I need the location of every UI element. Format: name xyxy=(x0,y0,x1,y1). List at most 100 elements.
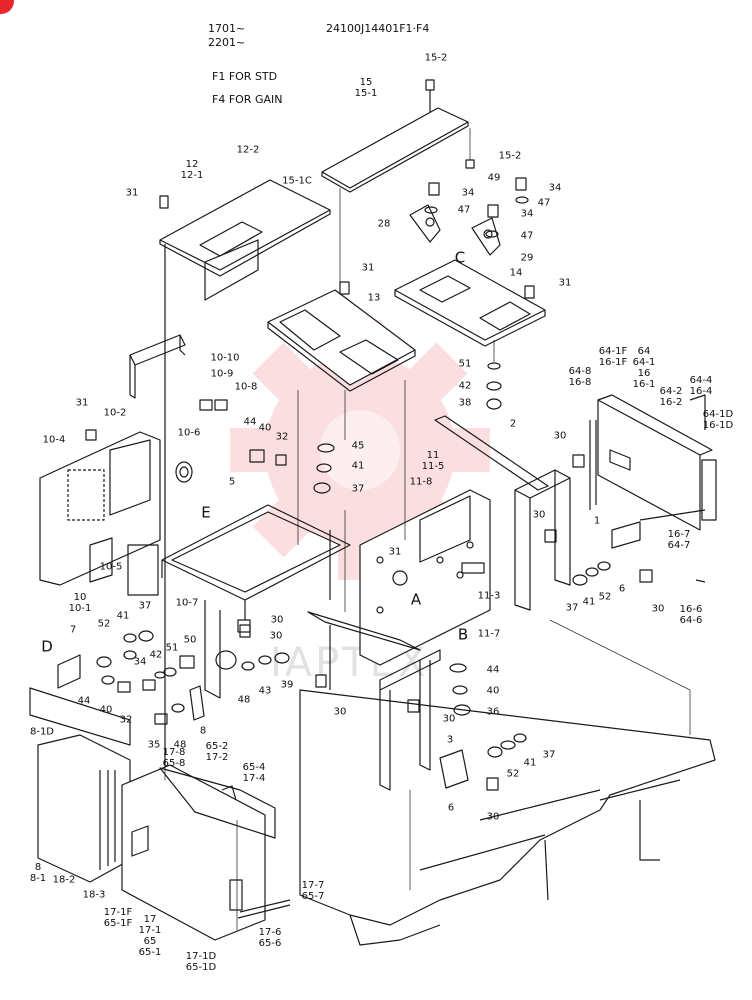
callout-49: 49 xyxy=(487,172,501,184)
callout-36: 36 xyxy=(486,706,500,718)
serial-range-2: 2201~ xyxy=(208,36,246,49)
callout-41-c: 41 xyxy=(116,610,130,622)
callout-17-8: 17-8 65-8 xyxy=(162,747,186,769)
callout-11: 11 11-5 xyxy=(421,450,445,472)
callout-30-d: 30 xyxy=(270,614,284,626)
callout-64-2: 64-2 16-2 xyxy=(659,386,683,408)
callout-30-e: 30 xyxy=(333,706,347,718)
callout-34-a: 34 xyxy=(548,182,562,194)
callout-44-c: 44 xyxy=(486,664,500,676)
callout-6-b: 6 xyxy=(447,802,455,814)
callout-38: 38 xyxy=(458,397,472,409)
callout-1: 1 xyxy=(593,515,601,527)
callout-47-c: 47 xyxy=(520,230,534,242)
callout-8-a: 8 xyxy=(199,725,207,737)
callout-37-c: 37 xyxy=(138,600,152,612)
serial-range-1: 1701~ xyxy=(208,22,246,35)
callout-64-4: 64-4 16-4 xyxy=(689,375,713,397)
callout-30-g: 30 xyxy=(269,630,283,642)
callout-34-c: 34 xyxy=(520,208,534,220)
callout-15-2-mid: 15-2 xyxy=(498,150,522,162)
callout-48-b: 48 xyxy=(173,739,187,751)
part-14-plate xyxy=(394,259,546,347)
part-11-plate xyxy=(359,489,491,666)
callout-64-1f: 64-1F 16-1F xyxy=(598,346,628,368)
callout-52-b: 52 xyxy=(97,618,111,630)
callout-41-a: 41 xyxy=(351,460,365,472)
callout-18-3: 18-3 xyxy=(82,889,106,901)
callout-65-2: 65-2 17-2 xyxy=(205,741,229,763)
part-13-plate xyxy=(267,289,416,392)
callout-44-a: 44 xyxy=(243,416,257,428)
part-16-rear-panel xyxy=(589,394,717,531)
callout-31-d: 31 xyxy=(75,397,89,409)
callout-10: 10 10-1 xyxy=(68,592,92,614)
callout-31-b: 31 xyxy=(361,262,375,274)
callout-34-b: 34 xyxy=(461,187,475,199)
callout-16-6: 16-6 64-6 xyxy=(679,604,703,626)
callout-15-2-top: 15-2 xyxy=(424,52,448,64)
callout-42-b: 42 xyxy=(149,649,163,661)
part-code: 24100J14401F1·F4 xyxy=(326,22,430,35)
part-1-column xyxy=(514,469,571,611)
callout-7: 7 xyxy=(69,624,77,636)
callout-15: 15 15-1 xyxy=(354,77,378,99)
callout-43: 43 xyxy=(258,685,272,697)
callout-12-2: 12-2 xyxy=(236,144,260,156)
callout-30-c: 30 xyxy=(651,603,665,615)
callout-37-a: 37 xyxy=(351,483,365,495)
callout-10-9: 10-9 xyxy=(210,368,234,380)
callout-E: E xyxy=(201,503,211,522)
part-17-cover xyxy=(121,764,291,941)
callout-44-b: 44 xyxy=(77,695,91,707)
part-2-bar xyxy=(434,415,549,491)
note-std: F1 FOR STD xyxy=(212,70,278,83)
callout-8-b: 8 8-1 xyxy=(29,862,47,884)
callout-37-b: 37 xyxy=(565,602,579,614)
callout-39: 39 xyxy=(280,679,294,691)
callout-5: 5 xyxy=(228,476,236,488)
part-7-bracket xyxy=(57,654,81,689)
callout-65-4: 65-4 17-4 xyxy=(242,762,266,784)
callout-28: 28 xyxy=(377,218,391,230)
callout-31-c: 31 xyxy=(558,277,572,289)
callout-6-a: 6 xyxy=(618,583,626,595)
part-3-frame xyxy=(307,611,441,791)
callout-12: 12 12-1 xyxy=(180,159,204,181)
callout-45: 45 xyxy=(351,440,365,452)
part-6-clamp xyxy=(439,749,469,789)
callout-32-b: 32 xyxy=(119,714,133,726)
callout-34-d: 34 xyxy=(133,656,147,668)
callout-11-3: 11-3 xyxy=(477,590,501,602)
callout-47-b: 47 xyxy=(457,204,471,216)
base-frame xyxy=(299,689,716,946)
callout-41-d: 41 xyxy=(523,757,537,769)
callout-40-a: 40 xyxy=(258,422,272,434)
callout-64-1d: 64-1D 16-1D xyxy=(702,409,734,431)
callout-10-4: 10-4 xyxy=(42,434,66,446)
callout-41-b: 41 xyxy=(582,596,596,608)
callout-10-7: 10-7 xyxy=(175,597,199,609)
callout-3: 3 xyxy=(446,734,454,746)
callout-16-7: 16-7 64-7 xyxy=(667,529,691,551)
callout-51-a: 51 xyxy=(458,358,472,370)
callout-32-a: 32 xyxy=(275,431,289,443)
part-5-frame xyxy=(161,504,351,699)
callout-11-7: 11-7 xyxy=(477,628,501,640)
callout-40-b: 40 xyxy=(99,704,113,716)
callout-14: 14 xyxy=(509,267,523,279)
callout-17-7: 17-7 65-7 xyxy=(301,880,325,902)
callout-51-b: 51 xyxy=(165,642,179,654)
callout-C: C xyxy=(454,248,466,267)
callout-11-8: 11-8 xyxy=(409,476,433,488)
callout-30-f: 30 xyxy=(442,713,456,725)
callout-13: 13 xyxy=(367,292,381,304)
callout-40-c: 40 xyxy=(486,685,500,697)
callout-18-2: 18-2 xyxy=(52,874,76,886)
note-gain: F4 FOR GAIN xyxy=(212,93,283,106)
callout-15-1c: 15-1C xyxy=(282,175,312,187)
callout-10-10: 10-10 xyxy=(210,352,240,364)
callout-10-5: 10-5 xyxy=(99,561,123,573)
